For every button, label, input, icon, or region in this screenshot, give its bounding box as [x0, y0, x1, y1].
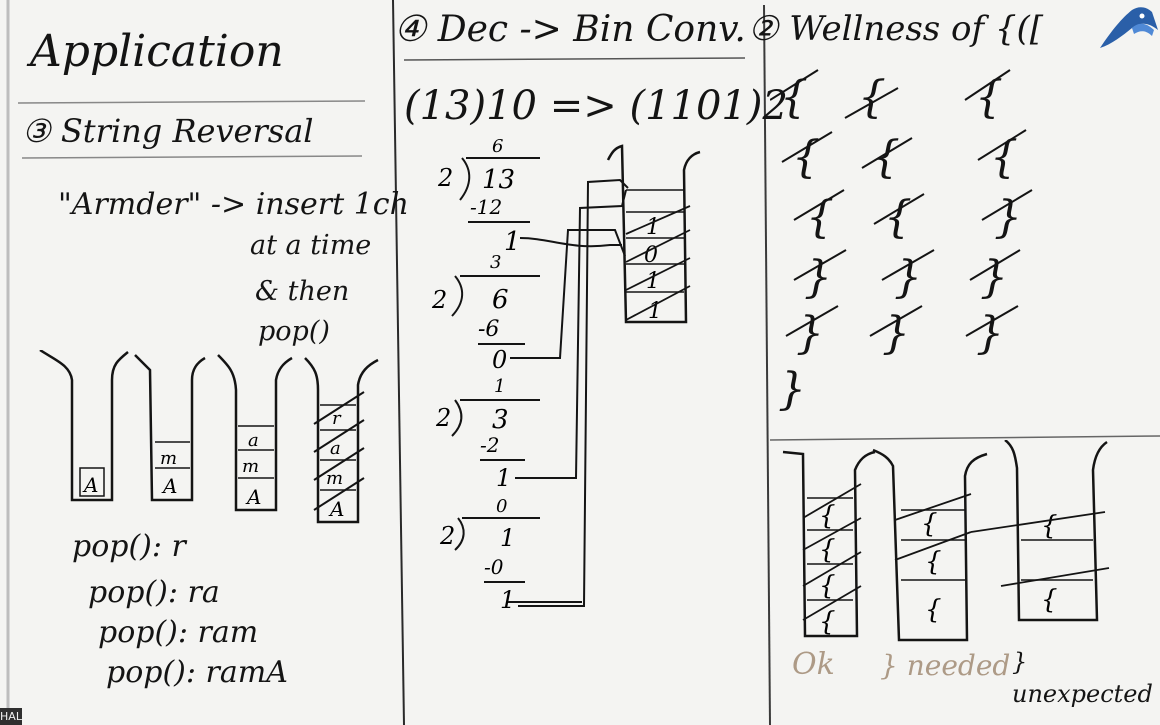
reversal-stack-2: A m — [134, 354, 206, 502]
reversal-stack-3: A m a — [217, 354, 293, 512]
bracket-stacks: { { { { { { { { { — [782, 440, 1110, 642]
division-step-4: 0 2 1 -0 1 — [439, 496, 540, 614]
binary-stack-cell-3: 0 — [644, 243, 658, 268]
bracket-stack-1-cell-4: { — [819, 501, 836, 531]
reversal-stack-4-cell-4: r — [332, 408, 342, 429]
pop-result-3: pop(): ram — [98, 615, 259, 650]
division-4-dividend: 1 — [500, 524, 515, 552]
division-3-quotient: 1 — [494, 376, 505, 397]
outcome-unexpected: } unexpected — [1012, 648, 1153, 709]
division-1-dividend: 13 — [482, 165, 515, 195]
brace-r2-c2: { — [872, 132, 900, 183]
brace-r3-c2: { — [884, 192, 912, 243]
brace-r2-c3: { — [990, 132, 1018, 183]
watermark-label: HAL — [0, 708, 22, 725]
brace-r3-c3: } — [994, 192, 1022, 243]
note-line-3: & then — [255, 276, 350, 307]
division-step-3: 1 2 3 -2 1 — [435, 376, 540, 492]
division-step-2: 3 2 6 -6 0 — [431, 252, 540, 374]
bracket-stack-1-cell-2: { — [819, 571, 836, 601]
reversal-stack-2-cell-2: m — [160, 448, 177, 469]
pop-result-4: pop(): ramA — [106, 655, 288, 690]
brace-r3-c1: { — [806, 192, 834, 243]
outcome-needed: } needed — [880, 649, 1011, 682]
bird-logo-icon — [1100, 7, 1158, 48]
division-4-subtract: -0 — [484, 555, 504, 579]
outcome-ok: Ok — [792, 647, 835, 682]
string-reversal-heading: ③ String Reversal — [22, 112, 314, 150]
conversion-heading: ④ Dec -> Bin Conv. — [394, 9, 746, 50]
bracket-stack-2-cell-2: { — [925, 547, 942, 577]
bracket-stack-2: { { { — [872, 448, 988, 642]
division-3-divisor: 2 — [435, 404, 451, 432]
note-line-4: pop() — [258, 316, 330, 347]
division-2-quotient: 3 — [490, 252, 501, 273]
division-ladder: 6 2 13 -12 1 3 2 6 -6 0 1 2 3 -2 — [431, 136, 701, 614]
reversal-stack-4-cell-1: A — [328, 497, 344, 521]
bracket-stack-2-cell-3: { — [921, 509, 938, 539]
division-2-dividend: 6 — [492, 285, 509, 315]
reversal-stacks: A A m A m a A m a — [39, 350, 379, 524]
division-4-quotient: 0 — [496, 496, 507, 517]
division-step-1: 6 2 13 -12 1 — [437, 136, 540, 257]
division-1-remainder: 1 — [504, 227, 521, 257]
insert-note: "Armder" -> insert 1ch — [58, 187, 409, 222]
bracket-stack-3-cell-1: { — [1041, 585, 1058, 615]
application-heading: Application — [30, 26, 284, 77]
bracket-stack-2-cell-1: { — [925, 595, 942, 625]
bracket-stack-3-cell-2: { — [1041, 511, 1058, 541]
brace-grid: { { { { { { { { } } } } } } } — [770, 69, 1033, 359]
division-1-quotient: 6 — [492, 136, 503, 157]
division-1-subtract: -12 — [470, 195, 502, 219]
reversal-stack-2-cell-1: A — [161, 474, 177, 498]
reversal-stack-3-cell-3: a — [248, 430, 259, 451]
division-4-divisor: 2 — [439, 522, 455, 550]
reversal-stack-1-cell-1: A — [82, 473, 98, 497]
division-2-divisor: 2 — [431, 286, 447, 314]
pop-result-2: pop(): ra — [88, 575, 220, 610]
bracket-stack-1-cell-1: { — [819, 607, 836, 637]
reversal-stack-4: A m a r — [304, 357, 379, 524]
bracket-stack-1: { { { { — [782, 450, 876, 638]
brace-r2-c1: { — [792, 132, 820, 183]
note-line-2: at a time — [250, 230, 372, 261]
binary-stack-cell-4: 1 — [646, 215, 660, 240]
push-arrows — [508, 178, 629, 607]
reversal-stack-3-cell-1: A — [245, 485, 261, 509]
brace-r6-c1: } — [778, 364, 806, 415]
division-2-remainder: 0 — [492, 346, 507, 374]
reversal-stack-3-cell-2: m — [242, 456, 259, 477]
reversal-stack-4-cell-3: a — [330, 438, 341, 459]
wellness-heading: ② Wellness of {([ — [748, 9, 1044, 49]
division-3-subtract: -2 — [480, 433, 499, 457]
division-4-remainder: 1 — [500, 586, 515, 614]
bracket-stack-3: { { — [970, 440, 1110, 622]
division-3-remainder: 1 — [496, 464, 511, 492]
pop-result-1: pop(): r — [72, 529, 186, 564]
conversion-equation: (13)10 => (1101)2 — [404, 83, 788, 129]
binary-stack-cell-1: 1 — [648, 299, 662, 324]
reversal-stack-1: A — [39, 350, 129, 502]
reversal-stack-4-cell-2: m — [326, 468, 343, 489]
division-1-divisor: 2 — [437, 164, 453, 192]
brace-r1-c1: { — [780, 72, 808, 123]
division-3-dividend: 3 — [492, 405, 509, 435]
bracket-stack-1-cell-3: { — [819, 535, 836, 565]
brace-r1-c3: { — [975, 72, 1003, 123]
division-2-subtract: -6 — [478, 317, 499, 342]
binary-stack: 1 1 0 1 — [606, 144, 701, 324]
binary-stack-cell-2: 1 — [646, 269, 660, 294]
